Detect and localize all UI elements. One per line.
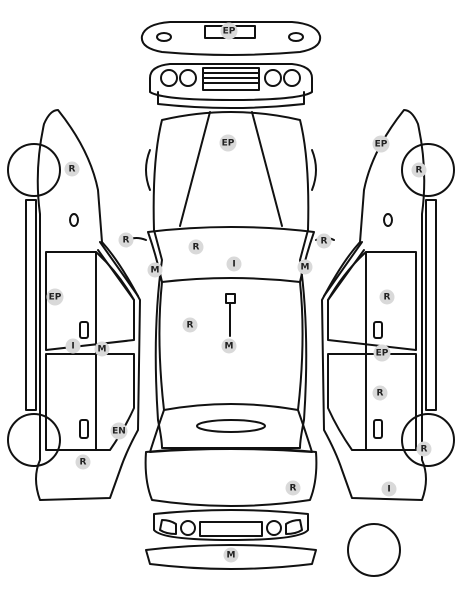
marker-left-rocker: EN [110, 422, 128, 440]
marker-code: M [151, 266, 160, 276]
marker-right-rear-door: R [372, 385, 388, 401]
front-face-outline [149, 63, 313, 109]
car-body-top-view [127, 111, 335, 507]
marker-dot [65, 338, 81, 354]
marker-dot [75, 454, 91, 470]
marker-left-b-pillar-i: I [65, 338, 81, 354]
marker-dot [223, 547, 239, 563]
marker-dot [219, 134, 237, 152]
marker-code: I [232, 260, 235, 270]
marker-dot [381, 481, 397, 497]
marker-dot [182, 317, 198, 333]
marker-right-b-pillar: EP [373, 344, 391, 362]
marker-front-bumper: EP [220, 22, 238, 40]
marker-left-mirror: R [118, 232, 134, 248]
marker-code: M [227, 551, 236, 561]
marker-dot [379, 289, 395, 305]
marker-dot [221, 338, 237, 354]
marker-dot [411, 162, 427, 178]
marker-dot [372, 385, 388, 401]
marker-trunk: R [285, 480, 301, 496]
marker-code: I [387, 485, 390, 495]
marker-roof-center: R [182, 317, 198, 333]
marker-dot [94, 341, 110, 357]
marker-left-front-door: EP [46, 288, 64, 306]
marker-right-rear-wheel: R [416, 441, 432, 457]
right-side-view [321, 109, 455, 501]
marker-code: R [377, 389, 384, 399]
marker-code: R [290, 484, 297, 494]
marker-left-b-pillar-m: M [94, 341, 110, 357]
marker-roof: I [226, 256, 242, 272]
marker-dot [226, 256, 242, 272]
marker-code: M [225, 342, 234, 352]
marker-code: R [123, 236, 130, 246]
marker-code: I [71, 342, 74, 352]
marker-left-front-wheel: R [64, 161, 80, 177]
rear-bumper-outline [145, 544, 317, 570]
marker-dot [373, 344, 391, 362]
marker-code: R [187, 321, 194, 331]
marker-dot [285, 480, 301, 496]
marker-left-a-pillar: M [147, 262, 163, 278]
spare-wheel-outline [347, 523, 401, 577]
marker-dot [220, 22, 238, 40]
marker-right-front-fender: EP [372, 135, 390, 153]
marker-code: R [80, 458, 87, 468]
marker-dot [110, 422, 128, 440]
marker-dot [188, 239, 204, 255]
marker-code: EP [375, 140, 388, 150]
marker-code: R [193, 243, 200, 253]
marker-code: EP [376, 349, 389, 359]
marker-code: M [98, 345, 107, 355]
marker-code: EP [223, 27, 236, 37]
rear-face-outline [153, 509, 309, 541]
damage-code-markers: EP EP R R R M I R M EP I M R M EN R EP R R EP R R R I M [46, 22, 432, 563]
marker-left-rear-wheel: R [75, 454, 91, 470]
marker-dot [316, 233, 332, 249]
marker-hood: EP [219, 134, 237, 152]
marker-code: R [416, 166, 423, 176]
marker-code: EP [222, 139, 235, 149]
marker-code: R [321, 237, 328, 247]
marker-right-a-pillar: M [297, 259, 313, 275]
marker-roof-antenna: M [221, 338, 237, 354]
marker-code: R [69, 165, 76, 175]
marker-dot [64, 161, 80, 177]
marker-right-mirror: R [316, 233, 332, 249]
marker-right-rear-quarter: I [381, 481, 397, 497]
marker-windshield: R [188, 239, 204, 255]
marker-code: M [301, 263, 310, 273]
marker-dot [118, 232, 134, 248]
marker-code: R [421, 445, 428, 455]
marker-dot [372, 135, 390, 153]
marker-dot [416, 441, 432, 457]
marker-code: EP [49, 293, 62, 303]
marker-right-front-wheel: R [411, 162, 427, 178]
marker-dot [147, 262, 163, 278]
marker-right-front-door: R [379, 289, 395, 305]
marker-code: R [384, 293, 391, 303]
marker-dot [46, 288, 64, 306]
marker-code: EN [112, 427, 126, 437]
marker-rear-bumper: M [223, 547, 239, 563]
marker-dot [297, 259, 313, 275]
